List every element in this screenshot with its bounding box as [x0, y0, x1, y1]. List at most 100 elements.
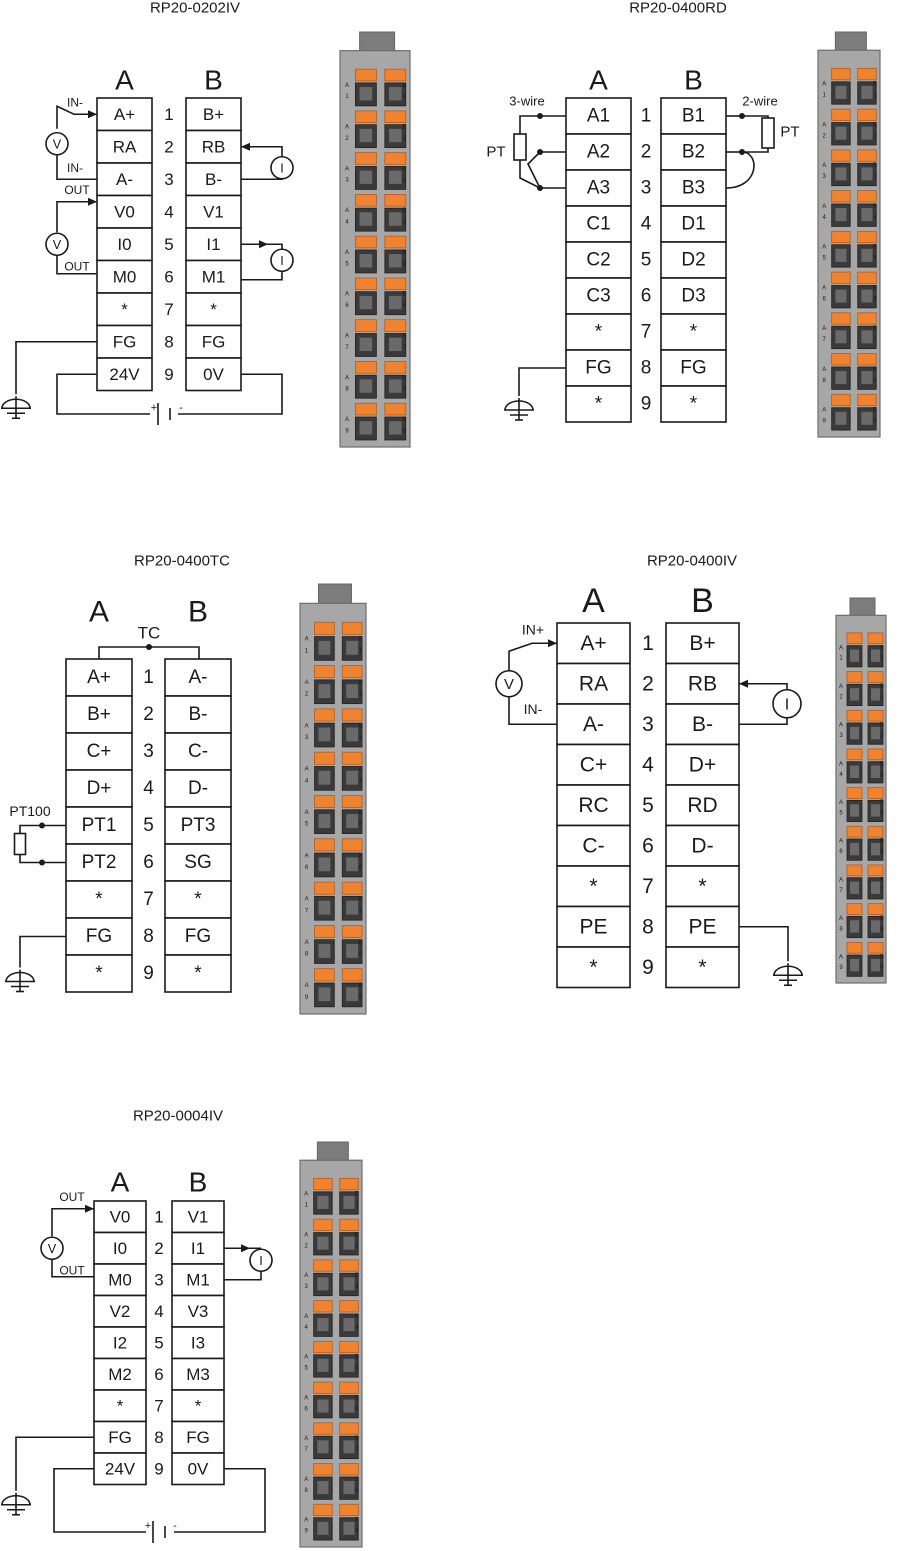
connector-pin-letter: A	[822, 367, 826, 373]
wire-slot-inner	[871, 881, 880, 894]
terminal-label-b: FG	[186, 1428, 210, 1447]
connector-pin-letter: B	[873, 82, 877, 88]
wire-slot-inner	[850, 726, 859, 740]
wire	[15, 1436, 94, 1491]
spring-lever	[384, 277, 407, 291]
wire-slot-inner	[359, 170, 373, 184]
terminal-number: 4	[642, 753, 654, 776]
wire	[56, 154, 97, 181]
spring-lever	[846, 941, 863, 954]
connector-pin-letter: B	[359, 723, 363, 729]
wire	[527, 151, 541, 189]
terminal-cell-a	[65, 769, 133, 808]
terminal-label-a: A+	[114, 105, 135, 124]
spring-lever	[857, 108, 877, 121]
wire-slot-inner	[343, 1195, 355, 1209]
terminal-label-a: FG	[86, 926, 112, 947]
meter-label: V	[53, 238, 62, 252]
spring-lever	[314, 795, 335, 808]
spring-lever	[857, 190, 877, 203]
terminal-cell-a	[556, 865, 631, 908]
terminal-label-b: I1	[206, 235, 220, 254]
wire-label-3wire: 3-wire	[509, 94, 544, 109]
connector-pin-number: 7	[345, 345, 349, 351]
connector-pin-letter: A	[345, 208, 349, 214]
wire-slot-inner	[389, 421, 402, 435]
wire-slot-inner	[318, 944, 331, 958]
connector-pin-number: 2	[880, 694, 884, 700]
terminal-label-b: *	[698, 875, 706, 898]
spring-lever	[384, 152, 407, 165]
connector-pin-letter: A	[822, 122, 826, 128]
connector-pin-letter: A	[305, 637, 309, 643]
connector-pin-letter: B	[880, 723, 884, 729]
connector-pin-letter: A	[305, 810, 309, 816]
connector-pin-number: 1	[359, 648, 363, 654]
wire-label-out: OUT	[64, 259, 90, 273]
connector-pin-number: 6	[403, 303, 407, 309]
connector-pin-number: 6	[305, 865, 309, 871]
spring-lever	[857, 353, 877, 366]
terminal-label-b: *	[698, 956, 706, 979]
terminal-label-b: *	[690, 322, 698, 343]
connector-pin-number: 1	[880, 656, 884, 662]
arrow-head	[88, 197, 97, 206]
terminal-cell-b	[185, 259, 242, 294]
connector-pin-number: 5	[345, 261, 349, 267]
terminal-label-a: *	[589, 875, 597, 898]
connector-pin-letter: B	[873, 408, 877, 414]
supply-plus: +	[145, 1520, 151, 1532]
wire-slot-inner	[346, 770, 359, 785]
meter-label: V	[53, 137, 62, 151]
terminal-number: 9	[641, 394, 652, 415]
column-a-header: A	[115, 65, 134, 96]
connector-pin-number: 9	[359, 995, 363, 1001]
wire-label-pt: PT	[780, 124, 799, 141]
connector-pin-number: 8	[880, 926, 884, 932]
terminal-number: 3	[154, 1270, 163, 1289]
terminal-cell-b	[665, 784, 740, 827]
terminal-cell-b	[164, 658, 232, 697]
spring-lever	[846, 864, 863, 877]
connector-pin-letter: A	[839, 723, 843, 729]
terminal-cell-b	[185, 227, 242, 262]
wire	[51, 1207, 94, 1237]
terminal-number: 8	[154, 1428, 163, 1447]
wire	[178, 373, 283, 415]
column-a-header: A	[589, 65, 608, 96]
wire-slot-inner	[861, 208, 873, 222]
spring-lever	[867, 709, 884, 722]
spring-lever	[867, 748, 884, 761]
terminal-label-b: D1	[681, 214, 705, 235]
supply-plus: +	[151, 402, 157, 414]
wire	[51, 1259, 94, 1278]
wire-slot-inner	[343, 1318, 355, 1332]
wire-slot-inner	[835, 167, 847, 181]
wire-slot-inner	[861, 85, 873, 99]
wire-slot-inner	[835, 411, 847, 425]
terminal-label-a: D+	[87, 778, 112, 799]
terminal-number: 4	[143, 778, 154, 799]
connector-pin-letter: B	[880, 955, 884, 961]
terminal-label-b: FG	[202, 332, 226, 351]
connector-pin-number: 4	[355, 1325, 359, 1331]
terminal-number: 9	[143, 963, 154, 984]
wire-slot-inner	[359, 128, 373, 143]
connector-pin-number: 3	[839, 733, 843, 739]
wire-slot-inner	[850, 688, 859, 701]
wire-slot-inner	[871, 765, 880, 778]
wire-slot-inner	[389, 295, 402, 310]
terminal-cell-b	[185, 162, 242, 197]
terminal-label-a: I0	[113, 1239, 127, 1258]
connector-pin-number: 2	[873, 133, 877, 139]
terminal-label-b: B-	[189, 704, 208, 725]
spring-lever	[857, 271, 877, 284]
wire-slot-inner	[359, 379, 373, 393]
terminal-label-a: A+	[87, 667, 111, 688]
wire-slot-inner	[861, 167, 873, 181]
wire-slot-inner	[861, 248, 873, 262]
wire-slot-inner	[343, 1440, 355, 1454]
terminal-label-a: FG	[585, 358, 611, 379]
arrow-head	[259, 240, 268, 249]
